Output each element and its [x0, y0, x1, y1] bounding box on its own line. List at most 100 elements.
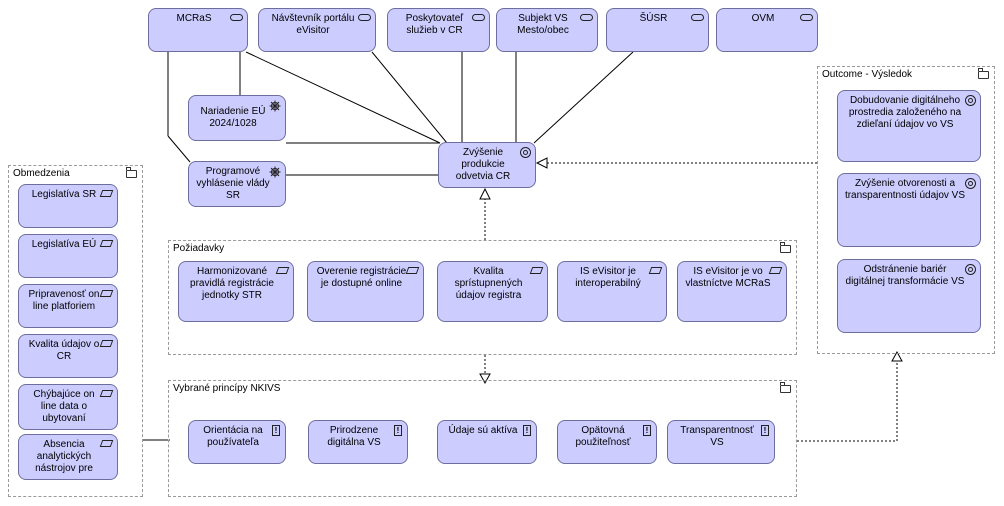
main-goal[interactable]: Zvýšenie produkcie odvetvia CR — [438, 142, 536, 188]
requirement-overenie[interactable]: Overenie registrácie je dostupné online — [307, 261, 424, 322]
connector-principy-outcome — [797, 360, 898, 442]
driver-label: Programové vyhlásenie vlády SR — [196, 166, 270, 201]
constraint-icon — [99, 390, 114, 397]
outcome-dobudovanie[interactable]: Dobudovanie digitálneho prostredia založ… — [837, 90, 981, 162]
stakeholder-icon — [230, 14, 243, 21]
constraint-label: Absencia analytických nástrojov pre — [35, 439, 93, 474]
folder-icon — [978, 68, 989, 79]
requirement-icon — [275, 267, 290, 274]
requirement-interoperabilny[interactable]: IS eVisitor je interoperabilný — [557, 261, 667, 322]
principle-prirodzene[interactable]: Prirodzene digitálna VS ! — [308, 420, 408, 464]
requirement-label: Kvalita sprístupnených údajov registra — [454, 266, 523, 301]
outcome-odstranenie[interactable]: Odstránenie bariér digitálnej transformá… — [837, 259, 981, 333]
requirement-icon — [768, 267, 783, 274]
arrowhead-outcome-goal — [535, 157, 548, 169]
principle-orientacia[interactable]: Orientácia na používateľa ! — [188, 420, 286, 464]
stakeholder-poskytovatel[interactable]: Poskytovateľ služieb v CR — [387, 8, 490, 52]
connector-mcras-goal — [245, 51, 441, 144]
stakeholder-subjekt[interactable]: Subjekt VS Mesto/obec — [496, 8, 598, 52]
requirement-label: Harmonizované pravidlá registrácie jedno… — [190, 266, 274, 301]
stakeholder-susr[interactable]: ŠÚSR — [606, 8, 709, 52]
principle-udaje[interactable]: Údaje sú aktíva ! — [437, 420, 537, 464]
connector-mcras-programove-2 — [167, 135, 191, 163]
stakeholder-navstevnik[interactable]: Návštevník portálu eVisitor — [258, 8, 376, 52]
constraint-label: Pripravenosť on line platforiem — [28, 289, 100, 312]
folder-icon — [780, 382, 791, 393]
stakeholder-label: Návštevník portálu eVisitor — [271, 13, 355, 36]
constraint-absencia[interactable]: Absencia analytických nástrojov pre — [18, 434, 118, 480]
principle-icon: ! — [523, 425, 531, 436]
connector-susr-goal — [533, 51, 634, 144]
folder-icon — [780, 242, 791, 253]
stakeholder-mcras[interactable]: MCRaS — [148, 8, 248, 52]
constraint-label: Kvalita údajov o CR — [28, 339, 100, 362]
folder-icon — [126, 167, 137, 178]
requirement-icon — [648, 267, 663, 274]
constraint-chybajuce[interactable]: Chýbajúce on line data o ubytovaní — [18, 384, 118, 430]
principle-label: Transparentnosť VS — [680, 425, 754, 448]
principle-icon: ! — [394, 425, 402, 436]
group-title: Obmedzenia — [13, 168, 70, 179]
principle-label: Orientácia na používateľa — [203, 425, 263, 448]
constraint-icon — [99, 290, 114, 297]
stakeholder-icon — [358, 14, 371, 21]
group-title: Požiadavky — [173, 243, 225, 254]
principle-opatovna[interactable]: Opätovná použiteľnosť ! — [557, 420, 657, 464]
constraint-label: Legislatíva EÚ — [31, 239, 97, 250]
constraint-icon — [99, 190, 114, 197]
connector-navstevnik-goal — [371, 51, 448, 144]
goal-icon — [965, 264, 976, 275]
group-title: Outcome - Výsledok — [822, 69, 913, 80]
goal-icon — [965, 95, 976, 106]
constraint-icon — [99, 240, 114, 247]
stakeholder-label: ŠÚSR — [639, 13, 668, 24]
requirement-kvalita[interactable]: Kvalita sprístupnených údajov registra — [437, 261, 548, 322]
stakeholder-label: MCRaS — [176, 13, 212, 24]
arrowhead-principy-outcome — [891, 350, 903, 362]
requirement-vlastnictvo[interactable]: IS eVisitor je vo vlastníctve MCRaS — [677, 261, 787, 322]
driver-programove[interactable]: Programové vyhlásenie vlády SR — [188, 161, 286, 207]
outcome-label: Zvýšenie otvorenosti a transparentnosti … — [844, 178, 966, 201]
driver-nariadenie[interactable]: Nariadenie EÚ 2024/1028 — [188, 95, 286, 141]
stakeholder-icon — [472, 14, 485, 21]
principle-icon: ! — [643, 425, 651, 436]
principle-transparentnost[interactable]: Transparentnosť VS ! — [667, 420, 775, 464]
principle-label: Opätovná použiteľnosť — [575, 425, 631, 448]
arrowhead-poziadavky-principy — [479, 373, 491, 385]
requirement-label: IS eVisitor je interoperabilný — [575, 266, 641, 289]
principle-label: Prirodzene digitálna VS — [327, 425, 381, 448]
stakeholder-label: Subjekt VS Mesto/obec — [517, 13, 569, 36]
group-title: Vybrané princípy NKIVS — [173, 383, 281, 394]
constraint-legislativa-sr[interactable]: Legislatíva SR — [18, 184, 118, 228]
arrowhead-poziadavky-goal — [479, 187, 491, 200]
group-outcome: Outcome - Výsledok — [817, 66, 995, 354]
constraint-kvalita[interactable]: Kvalita údajov o CR — [18, 334, 118, 378]
goal-icon — [965, 178, 976, 189]
constraint-icon — [99, 340, 114, 347]
stakeholder-icon — [800, 14, 813, 21]
principle-label: Údaje sú aktíva — [448, 425, 518, 436]
stakeholder-icon — [691, 14, 704, 21]
constraint-legislativa-eu[interactable]: Legislatíva EÚ — [18, 234, 118, 278]
group-principy: Vybrané princípy NKIVS — [168, 380, 797, 497]
constraint-icon — [99, 440, 114, 447]
driver-icon — [269, 100, 281, 112]
outcome-label: Odstránenie bariér digitálnej transformá… — [845, 264, 965, 287]
principle-icon: ! — [761, 425, 769, 436]
principle-icon: ! — [272, 425, 280, 436]
constraint-label: Chýbajúce on line data o ubytovaní — [33, 389, 95, 424]
constraint-pripravenost[interactable]: Pripravenosť on line platforiem — [18, 284, 118, 328]
requirement-icon — [529, 267, 544, 274]
requirement-harmonizovane[interactable]: Harmonizované pravidlá registrácie jedno… — [178, 261, 294, 322]
goal-icon — [520, 147, 531, 158]
stakeholder-ovm[interactable]: OVM — [716, 8, 818, 52]
group-obmedzenia: Obmedzenia — [8, 165, 143, 497]
outcome-otvorenost[interactable]: Zvýšenie otvorenosti a transparentnosti … — [837, 173, 981, 247]
stakeholder-icon — [580, 14, 593, 21]
driver-label: Nariadenie EÚ 2024/1028 — [200, 106, 266, 129]
group-poziadavky: Požiadavky — [168, 240, 797, 355]
requirement-label: IS eVisitor je vo vlastníctve MCRaS — [685, 266, 771, 289]
requirement-label: Overenie registrácie je dostupné online — [316, 266, 407, 289]
requirement-icon — [405, 267, 420, 274]
